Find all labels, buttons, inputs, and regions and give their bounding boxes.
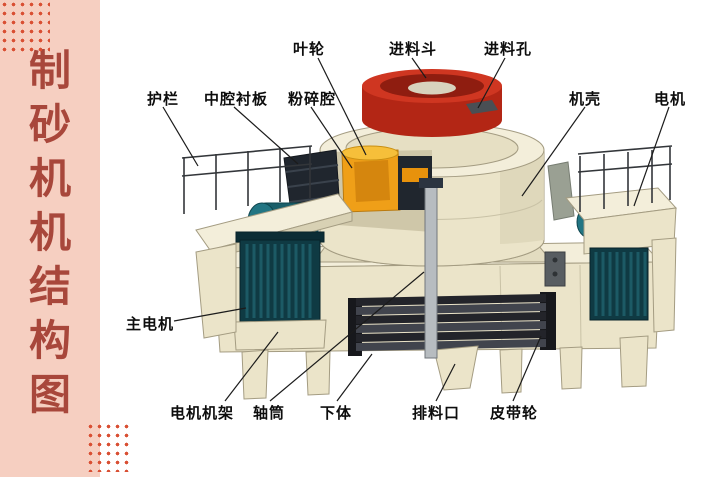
motor-part [589,247,649,321]
feed-hopper-part [362,69,502,137]
guardrail-left [181,145,313,214]
title-char: 构 [28,319,71,365]
label-lower-body: 下体 [320,405,353,422]
label-shaft-tube: 轴筒 [253,405,286,422]
shaft-tube-part [419,178,443,359]
label-motor: 电机 [654,91,687,108]
label-main-motor: 主电机 [126,316,175,333]
label-cavity-liner: 中腔衬板 [204,91,269,108]
left-motor-assembly [195,193,353,351]
page-title: 制 砂 机 机 结 构 图 [0,50,100,418]
title-char: 机 [28,157,71,203]
right-motor-assembly [565,187,678,333]
label-crushing-cavity: 粉碎腔 [288,91,337,108]
main-motor-part [235,231,325,323]
label-feed-hopper: 进料斗 [389,41,438,58]
feed-inlet-part [466,100,498,114]
label-guardrail: 护栏 [147,91,180,108]
halftone-dots-top [0,0,50,56]
title-char: 制 [28,49,71,95]
discharge-chute [433,345,479,391]
label-impeller: 叶轮 [293,41,326,58]
title-char: 结 [28,265,71,311]
motor-frame-part [233,319,327,351]
label-discharge-port: 排料口 [412,405,461,422]
label-feed-inlet: 进料孔 [484,41,533,58]
label-casing: 机壳 [569,91,602,108]
title-char: 砂 [28,103,71,149]
title-sidebar: 制 砂 机 机 结 构 图 [0,0,100,477]
belt-drive [348,292,556,356]
halftone-dots-bottom [86,422,132,472]
side-pipe [544,161,575,287]
label-motor-frame: 电机机架 [170,405,235,422]
title-char: 机 [28,211,71,257]
crushing-cavity-part [341,145,401,213]
guardrail-right [577,145,673,212]
leader-lines [162,57,670,402]
label-belt-pulley: 皮带轮 [490,405,539,422]
title-char: 图 [28,373,71,419]
